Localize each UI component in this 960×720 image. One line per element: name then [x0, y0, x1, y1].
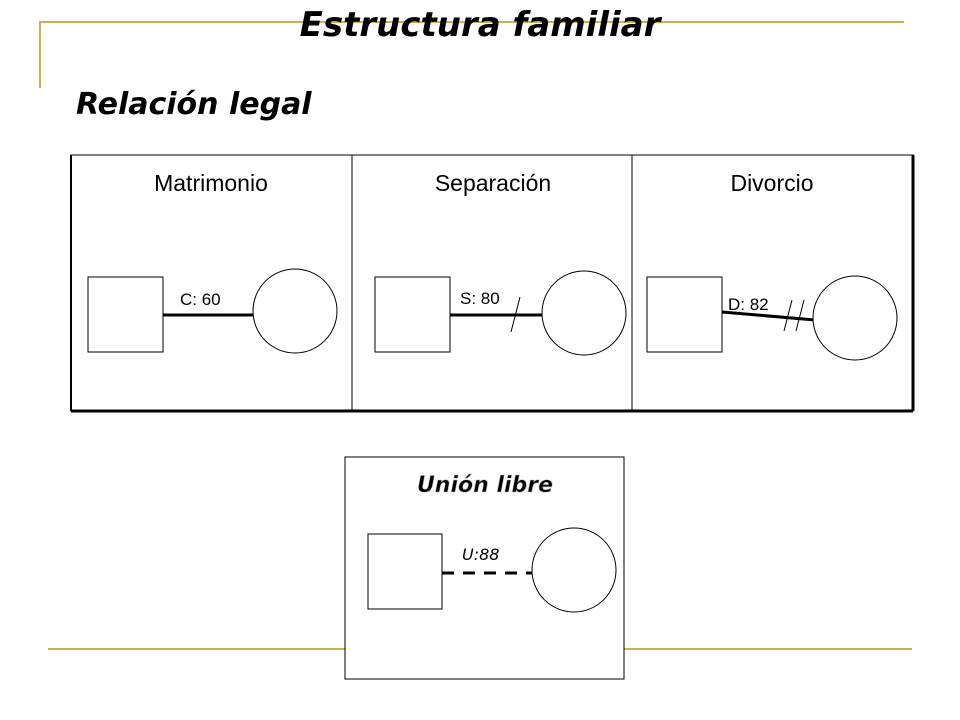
top-accent-rule — [40, 21, 904, 23]
female-circle-icon — [252, 268, 338, 354]
male-square-icon — [374, 276, 451, 353]
divorce-slash-2 — [795, 299, 805, 332]
slide-title: Estructura familiar — [299, 5, 661, 45]
female-circle-icon — [812, 275, 898, 361]
relation-label: Matrimonio — [154, 170, 268, 196]
section-title: Relación legal — [76, 87, 312, 122]
male-square-icon — [87, 276, 164, 353]
union-code: U:88 — [462, 545, 499, 564]
relation-matrimonio: Matrimonio C: 60 — [87, 170, 338, 354]
union-title: Unión libre — [417, 473, 553, 498]
male-square-icon — [646, 276, 723, 353]
relation-code: D: 82 — [728, 295, 769, 314]
female-circle-icon — [531, 527, 617, 613]
relation-code: C: 60 — [180, 290, 221, 309]
relation-separacion: Separación S: 80 — [374, 170, 627, 356]
male-square-icon — [367, 533, 443, 610]
divorce-slash-1 — [783, 299, 793, 332]
relation-label: Divorcio — [730, 170, 813, 196]
female-circle-icon — [541, 270, 627, 356]
relation-divorcio: Divorcio D: 82 — [646, 170, 898, 361]
relation-code: S: 80 — [460, 289, 500, 308]
relation-label: Separación — [435, 170, 551, 196]
left-accent-rule — [39, 21, 41, 88]
relation-union-libre: Unión libre U:88 — [344, 456, 625, 680]
separation-slash — [510, 296, 521, 333]
